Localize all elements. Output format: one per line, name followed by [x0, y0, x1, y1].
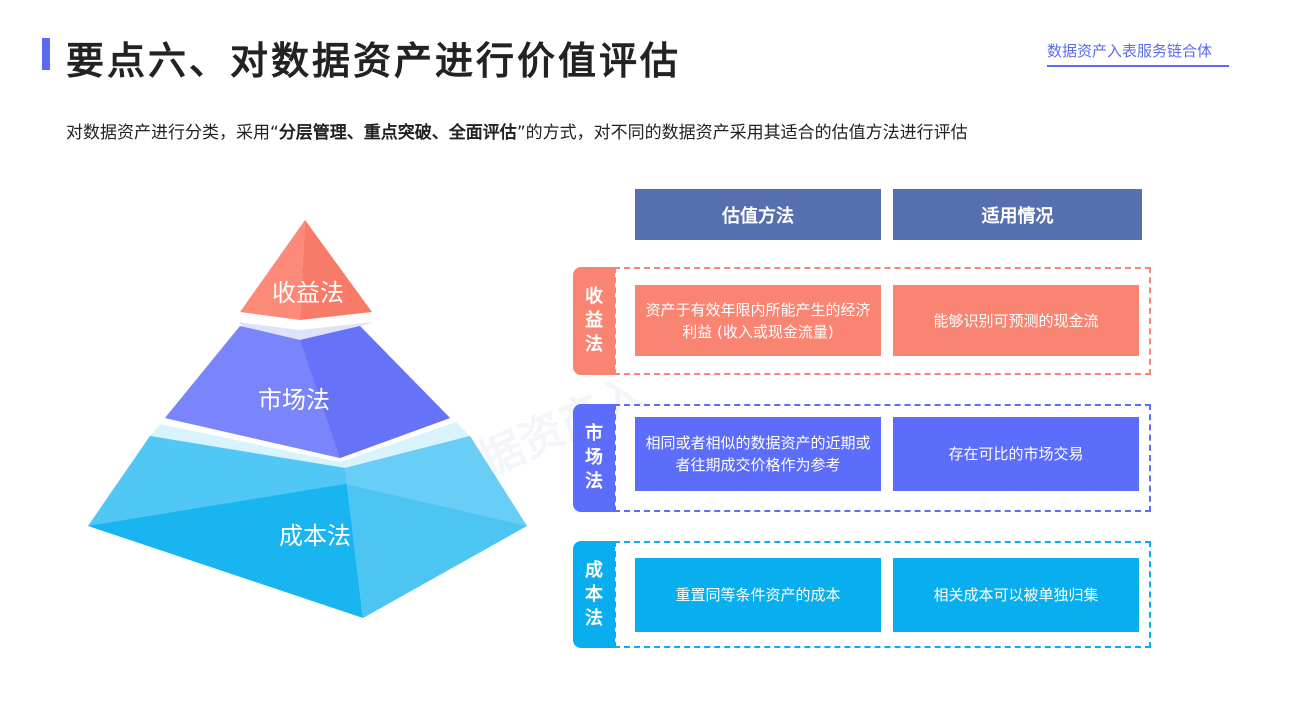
- brand-underline: [1047, 65, 1229, 67]
- row-frame-cost: [614, 541, 1151, 648]
- pyramid-gap-bottom: [150, 422, 470, 470]
- row-frame-income: [614, 267, 1151, 375]
- intro-suffix: ”的方式，对不同的数据资产采用其适合的估值方法进行评估: [516, 123, 968, 143]
- cell-income-condition: 能够识别可预测的现金流: [893, 285, 1139, 356]
- cell-income-method: 资产于有效年限内所能产生的经济利益 (收入或现金流量): [635, 285, 881, 356]
- cell-cost-condition: 相关成本可以被单独归集: [893, 558, 1139, 632]
- pyramid-bottom-label: 成本法: [279, 522, 351, 550]
- cell-market-condition: 存在可比的市场交易: [893, 417, 1139, 491]
- pyramid-middle-front-face: [165, 326, 340, 458]
- pyramid-gap-top: [238, 322, 374, 340]
- row-tag-market: 市场法: [573, 404, 615, 512]
- intro-prefix: 对数据资产进行分类，采用“: [66, 123, 279, 143]
- cell-cost-method: 重置同等条件资产的成本: [635, 558, 881, 632]
- title-accent-bar: [42, 38, 50, 70]
- valuation-pyramid: [88, 220, 527, 618]
- brand-link[interactable]: 数据资产入表服务链合体: [1047, 42, 1213, 60]
- header-method: 估值方法: [635, 189, 881, 240]
- pyramid-top-right-face: [300, 220, 372, 320]
- pyramid-bottom-top-rim: [88, 436, 527, 526]
- pyramid-middle-right-face: [300, 326, 450, 458]
- intro-text: 对数据资产进行分类，采用“分层管理、重点突破、全面评估”的方式，对不同的数据资产…: [66, 118, 968, 143]
- row-tag-income: 收益法: [573, 267, 615, 375]
- intro-emphasis: 分层管理、重点突破、全面评估: [278, 123, 517, 143]
- pyramid-top-label: 收益法: [272, 279, 344, 307]
- header-condition: 适用情况: [893, 189, 1142, 240]
- page-title: 要点六、对数据资产进行价值评估: [66, 39, 682, 83]
- row-frame-market: [614, 404, 1151, 512]
- pyramid-top-left-face: [240, 220, 305, 320]
- cell-market-method: 相同或者相似的数据资产的近期或者往期成交价格作为参考: [635, 417, 881, 491]
- pyramid-middle-label: 市场法: [258, 386, 330, 414]
- row-tag-cost: 成本法: [573, 541, 615, 648]
